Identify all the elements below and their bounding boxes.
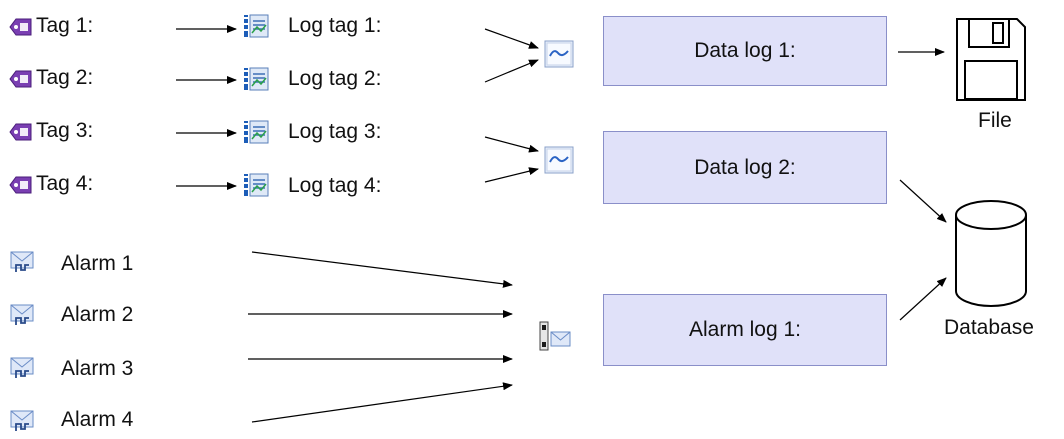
arrow-logtag1-datalog1: [484, 28, 539, 49]
data-log-icon: [544, 40, 574, 68]
arrow-logtag4-datalog2: [484, 167, 539, 183]
floppy-disk-icon: [956, 18, 1026, 101]
alarm-label: Alarm 2: [61, 303, 134, 326]
log-tag-label: Log tag 4:: [288, 174, 382, 197]
arrow-alarmlog1-database: [899, 277, 947, 321]
alarm-icon: [10, 410, 34, 431]
tag-label: Tag 1:: [36, 14, 94, 37]
tag-icon: [9, 18, 32, 36]
alarm-label: Alarm 1: [61, 252, 134, 275]
alarm-log-icon: [539, 321, 571, 351]
tag-icon: [9, 176, 32, 194]
log-tag-label: Log tag 3:: [288, 120, 382, 143]
alarm-log-1-box: Alarm log 1:: [603, 294, 887, 366]
tag-label: Tag 2:: [36, 66, 94, 89]
alarm-icon: [10, 304, 34, 325]
arrow-logtag3-datalog2: [484, 136, 539, 153]
arrow-datalog2-database: [899, 179, 947, 223]
data-log-2-label: Data log 2:: [694, 155, 796, 179]
alarm-icon: [10, 357, 34, 378]
data-log-1-box: Data log 1:: [603, 16, 887, 86]
log-tag-icon: [244, 120, 269, 144]
alarm-icon: [10, 251, 34, 272]
data-log-1-label: Data log 1:: [694, 39, 796, 62]
arrow-alarm4-alarmlog: [251, 382, 513, 423]
log-tag-icon: [244, 67, 269, 91]
log-tag-icon: [244, 14, 269, 38]
log-tag-icon: [244, 173, 269, 197]
alarm-label: Alarm 3: [61, 357, 134, 380]
data-log-icon: [544, 146, 574, 174]
arrow-logtag2-datalog1: [484, 59, 539, 83]
database-cylinder-icon: [955, 200, 1027, 307]
arrow-alarm1-alarmlog: [251, 251, 513, 288]
tag-label: Tag 3:: [36, 119, 94, 142]
alarm-label: Alarm 4: [61, 408, 134, 431]
tag-icon: [9, 70, 32, 88]
log-tag-label: Log tag 2:: [288, 67, 382, 90]
database-label: Database: [944, 316, 1034, 339]
tag-icon: [9, 123, 32, 141]
alarm-log-1-label: Alarm log 1:: [688, 318, 802, 341]
file-label: File: [978, 109, 1012, 132]
log-tag-label: Log tag 1:: [288, 14, 382, 37]
tag-label: Tag 4:: [36, 172, 94, 195]
data-log-2-box: Data log 2:: [603, 131, 887, 204]
